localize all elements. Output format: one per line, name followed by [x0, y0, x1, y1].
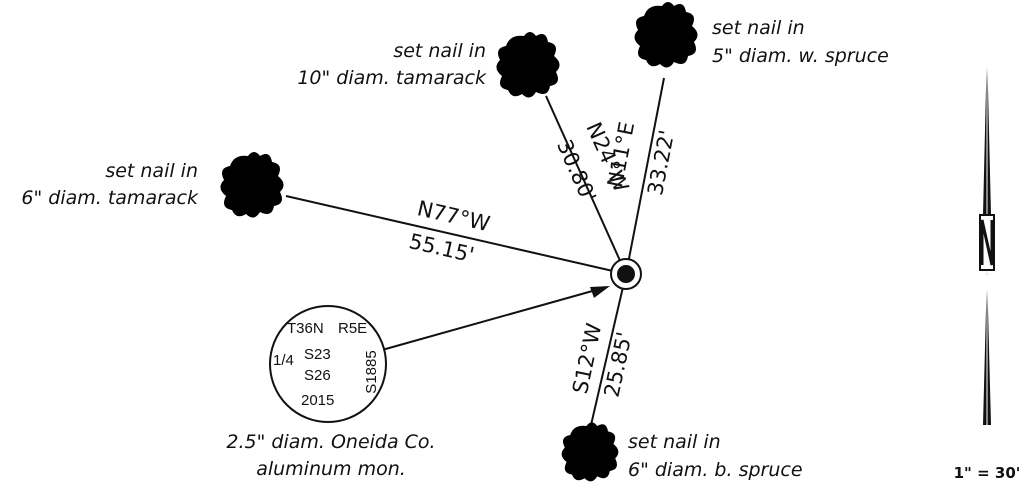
tree-label-tamarack-10-line2: 10" diam. tamarack [297, 67, 487, 89]
distance-tamarack-6: 55.15' [407, 229, 477, 267]
tie-line-tamarack-6 [285, 195, 627, 275]
monument-cap: T36N R5E 1/4 S23 S26 2015 S1885 [269, 305, 387, 423]
tree-label-tamarack-10-line1: set nail in [393, 40, 486, 62]
cap-section-1: S23 [304, 346, 331, 363]
cap-section-2: S26 [304, 367, 331, 384]
monument-caption-line1: 2.5" diam. Oneida Co. [226, 431, 435, 453]
corner-monument-symbol [610, 258, 642, 290]
cap-range: R5E [338, 320, 367, 337]
cap-fraction: 1/4 [273, 352, 294, 369]
tree-icon-tamarack-6 [220, 152, 284, 218]
distance-w-spruce-5: 33.22' [643, 128, 679, 197]
arrowhead [590, 286, 610, 298]
north-arrow-icon [979, 46, 995, 425]
scale-label: 1" = 30' [954, 464, 1021, 482]
cap-township: T36N [287, 320, 324, 337]
monument-caption-line2: aluminum mon. [256, 458, 406, 480]
tree-label-w-spruce-5-line1: set nail in [712, 17, 805, 39]
bearing-tamarack-6: N77°W [415, 196, 492, 236]
tie-line-w-spruce-5 [625, 77, 665, 275]
cap-year: 2015 [301, 392, 334, 409]
tree-label-b-spruce-6-line1: set nail in [628, 431, 721, 453]
tree-icon-b-spruce-6 [561, 422, 619, 482]
tree-label-w-spruce-5-line2: 5" diam. w. spruce [712, 45, 889, 67]
tree-label-tamarack-6-line2: 6" diam. tamarack [21, 187, 199, 209]
tie-line-tamarack-10 [545, 95, 627, 275]
tree-icon-w-spruce-5 [634, 2, 698, 68]
tree-label-tamarack-6-line1: set nail in [105, 160, 198, 182]
tie-line-b-spruce-6 [587, 273, 627, 439]
tree-icon-tamarack-10 [496, 32, 560, 98]
cap-surveyor: S1885 [363, 350, 380, 393]
distance-b-spruce-6: 25.85' [600, 330, 637, 399]
tree-label-b-spruce-6-line2: 6" diam. b. spruce [628, 459, 803, 481]
tie-line-monument [381, 289, 597, 351]
